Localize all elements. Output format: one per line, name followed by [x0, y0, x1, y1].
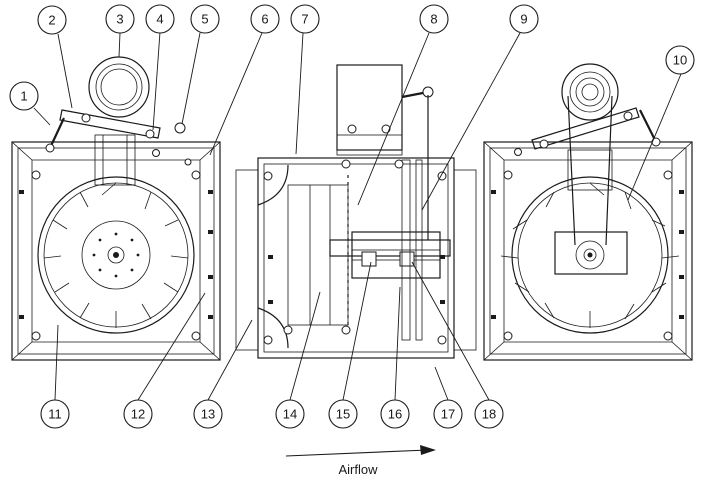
callout-18-label: 18: [482, 407, 496, 422]
callout-15: 15: [328, 399, 358, 429]
callout-14: 14: [275, 399, 305, 429]
callout-16: 16: [380, 399, 410, 429]
callout-2-label: 2: [48, 13, 55, 28]
callout-5-label: 5: [201, 12, 208, 27]
right-back-view: [483, 63, 693, 361]
callout-4: 4: [145, 4, 175, 34]
callout-11: 11: [40, 399, 70, 429]
callout-1: 1: [9, 81, 39, 111]
left-front-view: [11, 56, 221, 361]
callout-12: 12: [123, 399, 153, 429]
callout-4-label: 4: [156, 12, 163, 27]
callout-3-label: 3: [116, 12, 123, 27]
callout-6: 6: [250, 4, 280, 34]
callout-8: 8: [419, 4, 449, 34]
callout-16-label: 16: [388, 407, 402, 422]
callout-17: 17: [433, 399, 463, 429]
callout-3: 3: [105, 4, 135, 34]
callout-14-label: 14: [283, 407, 297, 422]
callout-17-label: 17: [441, 407, 455, 422]
callout-5: 5: [190, 4, 220, 34]
callout-7-label: 7: [301, 12, 308, 27]
callout-13-label: 13: [201, 407, 215, 422]
airflow-arrow: [285, 445, 436, 457]
middle-side-view: [235, 64, 477, 359]
callout-15-label: 15: [336, 407, 350, 422]
airflow-label: Airflow: [338, 462, 378, 477]
callout-1-label: 1: [20, 89, 27, 104]
callout-12-label: 12: [131, 407, 145, 422]
callout-6-label: 6: [261, 12, 268, 27]
callout-9: 9: [509, 4, 539, 34]
callout-9-label: 9: [520, 12, 527, 27]
callout-10: 10: [665, 45, 695, 75]
callout-7: 7: [290, 4, 320, 34]
callout-11-label: 11: [48, 407, 62, 422]
callout-2: 2: [37, 5, 67, 35]
callout-13: 13: [193, 399, 223, 429]
callout-8-label: 8: [430, 12, 437, 27]
leader-lines: [33, 31, 682, 401]
callout-18: 18: [474, 399, 504, 429]
callout-10-label: 10: [673, 53, 687, 68]
